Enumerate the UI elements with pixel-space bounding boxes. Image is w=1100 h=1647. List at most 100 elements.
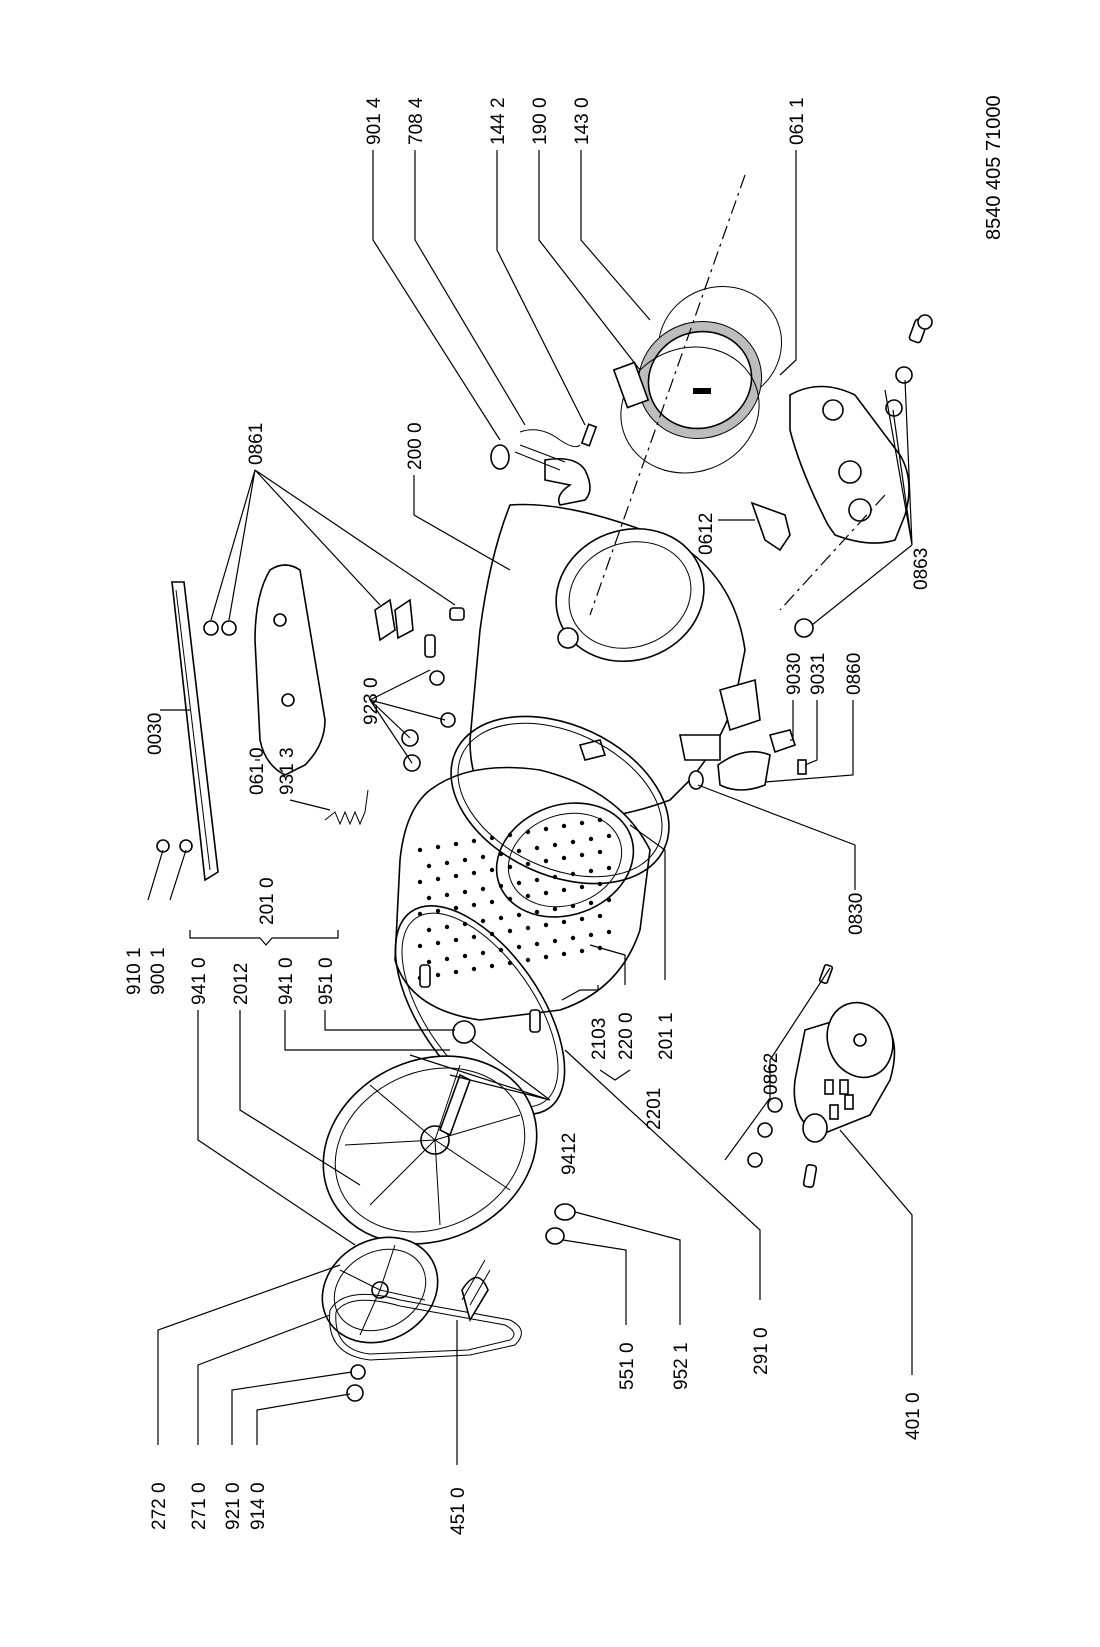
label-451-0: 451 0 [448,1487,469,1535]
drum-perforation [435,908,441,914]
front-counterweight-part [254,564,326,776]
axis-line [589,174,746,616]
drum-perforation [543,890,549,896]
drum-pulley-part [321,1236,439,1344]
label-143-0: 143 0 [572,97,593,145]
drum-perforation [579,916,585,922]
drum-perforation [516,848,522,854]
drum-perforation [453,905,459,911]
drum-perforation [444,924,450,930]
level-switch-parts [688,729,807,791]
drum-perforation [579,852,585,858]
drum-perforation [453,969,459,975]
rear-seal-assembly [612,286,783,474]
label-0030: 0030 [145,713,166,755]
drum-perforation [525,861,531,867]
drum-perforation [507,928,513,934]
label-941-0-b: 941 0 [276,957,297,1005]
drum-perforation [534,941,540,947]
drum-perforation [453,841,459,847]
label-910-1: 910 1 [124,947,145,995]
drum-perforation [525,893,531,899]
label-923-0: 923 0 [361,677,382,725]
drum-perforation [471,966,477,972]
label-201-0: 201 0 [257,877,278,925]
label-900-1: 900 1 [148,947,169,995]
drum-perforation [543,954,549,960]
drum-perforation [489,899,495,905]
drum-perforation [426,927,432,933]
label-190-0: 190 0 [530,97,551,145]
drum-perforation [435,876,441,882]
drum-perforation [534,909,540,915]
label-921-0: 921 0 [223,1482,244,1530]
drum-perforation [417,847,423,853]
pulley-fasteners [346,1364,366,1402]
drum-perforation [462,857,468,863]
label-941-0-a: 941 0 [189,957,210,1005]
part-labels: 901 4 708 4 144 2 190 0 143 0 061 1 8540… [124,95,1005,1535]
drum-perforation [498,883,504,889]
drum-perforation [552,906,558,912]
drum-perforation [417,879,423,885]
label-914-0: 914 0 [248,1482,269,1530]
drain-hose-part [490,423,598,506]
drum-perforation [435,844,441,850]
label-551-0: 551 0 [617,1342,638,1390]
drum-perforation [588,932,594,938]
label-061-0: 061 0 [247,747,268,795]
label-901-4: 901 4 [364,97,385,145]
label-9412: 9412 [559,1133,580,1175]
drum-perforation [543,858,549,864]
drum-perforation [561,951,567,957]
motor-part [793,1001,896,1143]
drum-perforations [417,817,612,981]
drum-perforation [606,897,612,903]
drum-perforation [588,900,594,906]
label-0862: 0862 [761,1053,782,1095]
drum-perforation [525,925,531,931]
drum-perforation [426,895,432,901]
drum-perforation [525,957,531,963]
drum-perforation [471,870,477,876]
label-272-0: 272 0 [149,1482,170,1530]
label-291-0: 291 0 [751,1327,772,1375]
drum-perforation [516,912,522,918]
label-0863: 0863 [911,548,932,590]
label-0861: 0861 [246,423,267,465]
drum-perforation [489,963,495,969]
drum-perforation [435,972,441,978]
drum-perforation [507,864,513,870]
drum-perforation [543,826,549,832]
drum-perforation [480,886,486,892]
drum-perforation [444,956,450,962]
drum-perforation [480,918,486,924]
drum-perforation [525,829,531,835]
drum-perforation [453,873,459,879]
label-201-1: 201 1 [656,1012,677,1060]
belt-tensioner-part [461,1259,491,1323]
bracket-0612 [750,501,791,552]
drum-perforation [534,877,540,883]
drum-perforation [552,842,558,848]
label-220-0: 220 0 [616,1012,637,1060]
drum-perforation [426,863,432,869]
label-0612: 0612 [696,513,717,555]
drum-perforation [498,915,504,921]
drum-perforation [561,887,567,893]
label-401-0: 401 0 [903,1392,924,1440]
drum-perforation [480,854,486,860]
drum-perforation [453,937,459,943]
drum-perforation [444,860,450,866]
drum-perforation [570,935,576,941]
drum-perforation [480,950,486,956]
drive-belt-part [329,1293,522,1361]
drum-perforation [417,943,423,949]
label-708-4: 708 4 [406,97,427,145]
label-0860: 0860 [844,653,865,695]
tub-fasteners-0861 [203,598,465,642]
label-9030: 9030 [784,653,805,695]
drum-perforation [579,948,585,954]
drum-perforation [471,838,477,844]
